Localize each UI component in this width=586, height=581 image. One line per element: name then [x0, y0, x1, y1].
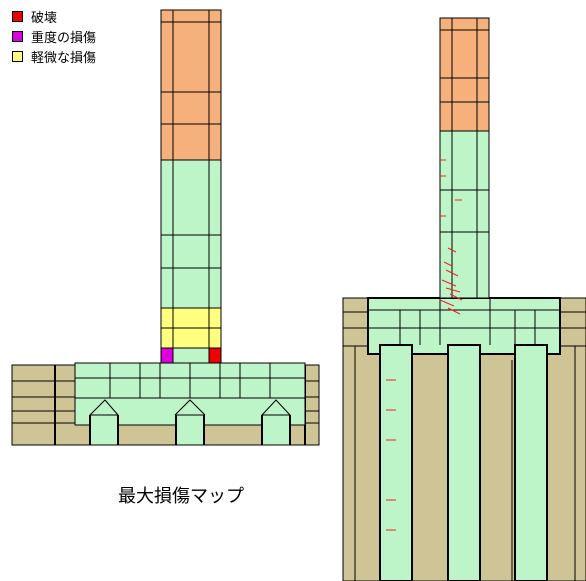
right-pier-column: [439, 17, 490, 299]
piles: [89, 414, 291, 446]
legend-swatch-red: [12, 10, 23, 22]
legend-item-severe-damage: 重度の損傷: [12, 26, 96, 46]
right-ground-block: [342, 297, 586, 581]
pile-cap-grid: [75, 363, 305, 416]
right-piles: [379, 344, 548, 581]
legend-item-destruction: 破壊: [12, 6, 96, 26]
legend-item-minor-damage: 軽微な損傷: [12, 46, 96, 66]
pier-column: [160, 9, 222, 364]
legend-label: 軽微な損傷: [31, 50, 97, 66]
crack-marks: [386, 159, 463, 531]
legend-swatch-yellow: [12, 50, 23, 62]
right-pile-cap-grid: [368, 298, 560, 345]
damage-map-model: [11, 9, 320, 446]
right-ground-lines: [343, 311, 586, 581]
legend-label: 破壊: [31, 10, 58, 26]
caption: 最大損傷マップ: [118, 486, 244, 507]
legend: 破壊 重度の損傷 軽微な損傷: [12, 6, 96, 66]
right-pile-cap: [367, 297, 561, 355]
legend-label: 重度の損傷: [31, 30, 97, 46]
legend-swatch-magenta: [12, 30, 23, 42]
